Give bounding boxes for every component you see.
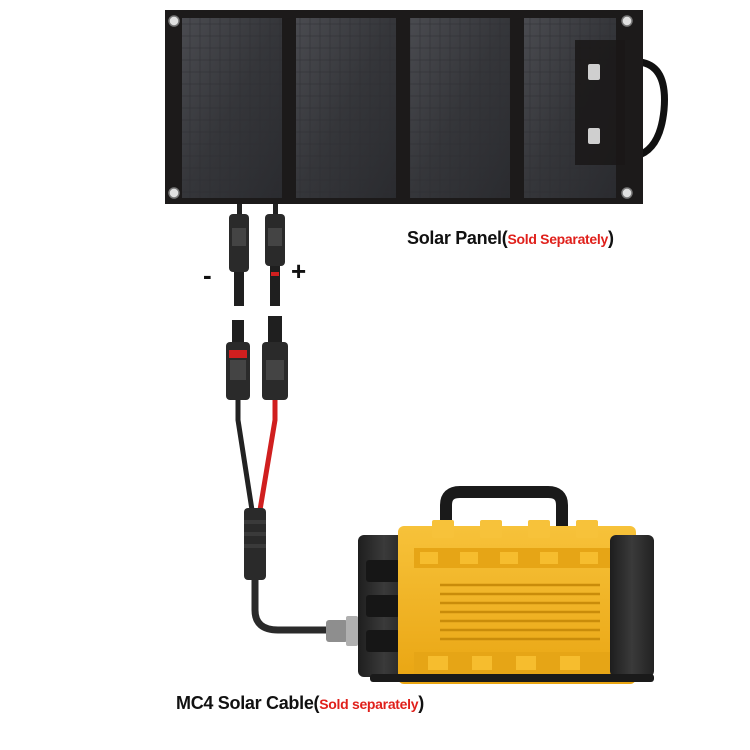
solar-panel-close: ) <box>607 228 614 248</box>
solar-panel-icon <box>165 10 668 204</box>
mc4-cable-note: Sold separately <box>319 696 419 712</box>
power-station-icon <box>358 486 654 684</box>
mc4-cable-icon <box>226 316 358 646</box>
mc4-cable-label: MC4 Solar Cable(Sold separately) <box>176 693 424 714</box>
solar-panel-note: Sold Separately <box>507 231 608 247</box>
mc4-connector-icon <box>229 204 285 306</box>
solar-panel-text: Solar Panel( <box>407 228 508 248</box>
mc4-cable-text: MC4 Solar Cable( <box>176 693 320 713</box>
solar-panel-label: Solar Panel(Sold Separately) <box>407 228 614 249</box>
plus-sign: + <box>291 256 307 286</box>
minus-sign: - <box>203 260 212 290</box>
mc4-cable-close: ) <box>418 693 424 713</box>
